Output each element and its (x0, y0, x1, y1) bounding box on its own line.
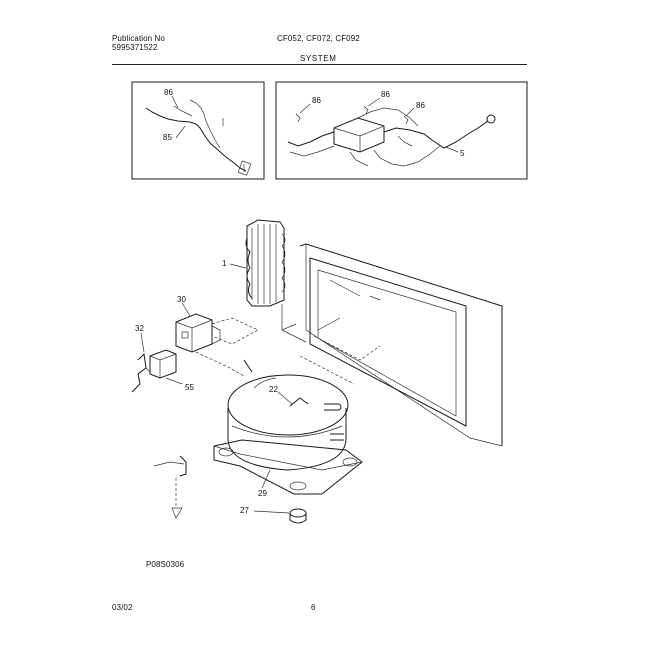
leader-1 (229, 263, 247, 269)
leader-86-left (171, 95, 179, 109)
callout-86-r1: 86 (312, 96, 321, 105)
callout-30: 30 (177, 295, 186, 304)
inset-frame-right (275, 81, 528, 180)
wire-c (383, 120, 489, 149)
leader-27 (253, 510, 290, 514)
section-title: SYSTEM (300, 54, 337, 63)
callout-29: 29 (258, 489, 267, 498)
compressor (213, 374, 363, 495)
callout-86-left: 86 (164, 88, 173, 97)
screw-86-a (295, 113, 301, 123)
callout-86-r3: 86 (416, 101, 425, 110)
leader-29 (261, 469, 271, 489)
callout-32: 32 (135, 324, 144, 333)
figure-id: P08S0306 (146, 560, 185, 569)
start-relay (175, 313, 221, 353)
process-tube (243, 359, 253, 373)
callout-22: 22 (269, 385, 278, 394)
model-list: CF052, CF072, CF092 (277, 34, 360, 43)
harness-branch-small (173, 105, 193, 117)
header-rule (112, 64, 527, 65)
wire-d (373, 145, 441, 167)
callout-1: 1 (222, 259, 227, 268)
cabinet-outline (281, 243, 503, 447)
leader-32 (140, 332, 145, 353)
condenser-coil (245, 219, 286, 307)
relay-link (211, 317, 259, 345)
leader-22 (277, 391, 293, 405)
clip-32 (131, 352, 151, 393)
leader-85-left (175, 125, 186, 139)
harness-branch-left (189, 99, 221, 149)
wire-a (287, 131, 335, 147)
screw-86-b (363, 105, 369, 115)
left-harness-inset: 86 85 (131, 81, 265, 180)
relay-cover (149, 349, 177, 379)
callout-5: 5 (460, 149, 465, 158)
plug-end (486, 114, 496, 124)
wire-e (357, 107, 419, 127)
callout-85-left: 85 (163, 133, 172, 142)
screw-86-c (403, 115, 409, 125)
grommet (289, 508, 307, 524)
control-box (333, 117, 385, 153)
leader-55 (165, 377, 183, 385)
callout-27: 27 (240, 506, 249, 515)
publication-label: Publication No (112, 34, 165, 43)
harness-connector-left (237, 160, 252, 176)
right-harness-inset: 86 86 86 5 (275, 81, 528, 180)
publication-number: 5995371522 (112, 43, 158, 52)
inset-frame-left (131, 81, 265, 180)
wire-b (289, 145, 335, 157)
footer-date: 03/02 (112, 603, 133, 612)
harness-wire-left (145, 107, 247, 172)
mounting-stud (153, 455, 187, 519)
callout-86-r2: 86 (381, 90, 390, 99)
callout-55: 55 (185, 383, 194, 392)
leader-30 (181, 302, 191, 317)
page-number: 6 (311, 603, 316, 612)
